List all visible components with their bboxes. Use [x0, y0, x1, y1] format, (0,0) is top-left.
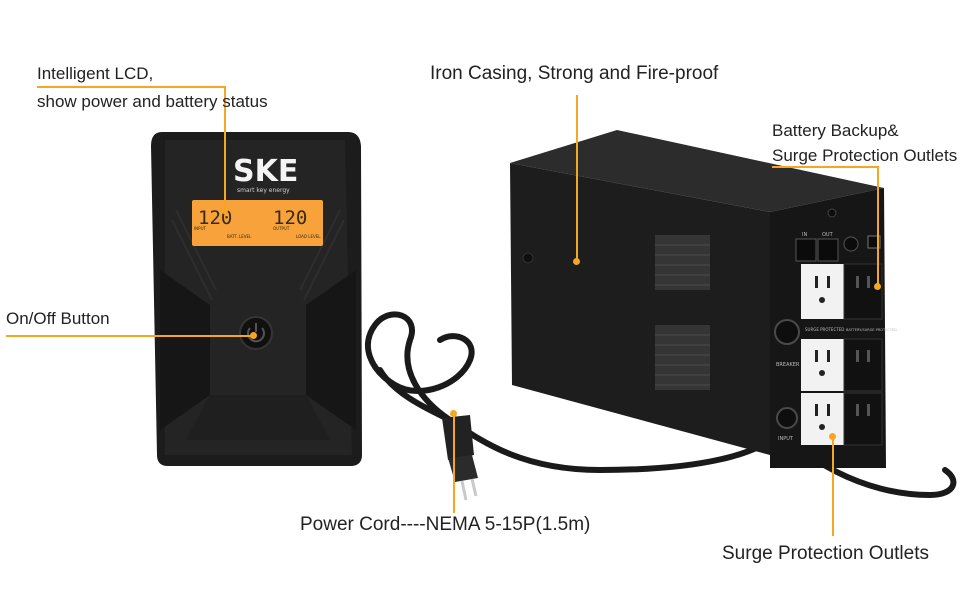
lcd-input-label: INPUT: [194, 226, 207, 231]
surge-outlet-column: [801, 264, 844, 445]
breaker-switch[interactable]: [774, 319, 800, 345]
brand-logo: SKE: [233, 154, 298, 189]
callout-surge: Surge Protection Outlets: [722, 543, 929, 564]
callout-backup-line1: Battery Backup&: [772, 121, 899, 140]
callout-lcd-line2: show power and battery status: [37, 92, 268, 111]
onoff-leader: [6, 335, 252, 337]
callout-lcd-line1: Intelligent LCD,: [37, 64, 154, 83]
onoff-leader-dot: [250, 332, 257, 339]
lcd-output-label: OUTPUT: [273, 226, 290, 231]
surge-leader: [832, 436, 834, 536]
cord-leader-dot: [450, 410, 457, 417]
surge-leader-dot: [829, 433, 836, 440]
ups-rear-unit: IN OUT BREAKER INPUT SURGE PRO: [510, 130, 897, 468]
callout-cord: Power Cord----NEMA 5-15P(1.5m): [300, 514, 591, 535]
casing-leader: [576, 95, 578, 261]
casing-leader-dot: [573, 258, 580, 265]
surge-tag: SURGE PROTECTED: [805, 327, 844, 332]
power-plug: [442, 415, 478, 501]
ups-front-unit: SKE smart key energy 120 120 INPUT OUTPU…: [151, 132, 362, 466]
backup-leader-h: [772, 166, 878, 168]
backup-leader-v: [877, 166, 879, 286]
battery-tag: BATTERY/SURGE PROTECTED: [846, 328, 897, 332]
power-icon: [247, 327, 265, 343]
brand-tagline: smart key energy: [237, 187, 290, 194]
lcd-leader-h: [37, 86, 225, 88]
port-in-label: IN: [802, 232, 807, 238]
callout-onoff: On/Off Button: [6, 309, 110, 328]
lcd-load-label: LOAD LEVEL: [296, 234, 321, 239]
callout-backup-line2: Surge Protection Outlets: [772, 146, 958, 165]
callout-casing: Iron Casing, Strong and Fire-proof: [430, 63, 719, 84]
cord-leader: [453, 413, 455, 513]
lcd-leader-dot: [221, 207, 228, 214]
battery-outlet-column: [843, 263, 883, 446]
breaker-label: BREAKER: [776, 362, 800, 368]
lcd-batt-label: BATT. LEVEL: [227, 234, 252, 239]
lcd-leader-v: [224, 86, 226, 210]
lcd-output-value: 120: [273, 207, 307, 229]
input-label: INPUT: [778, 436, 794, 442]
port-out-label: OUT: [822, 232, 834, 238]
backup-leader-dot: [874, 283, 881, 290]
